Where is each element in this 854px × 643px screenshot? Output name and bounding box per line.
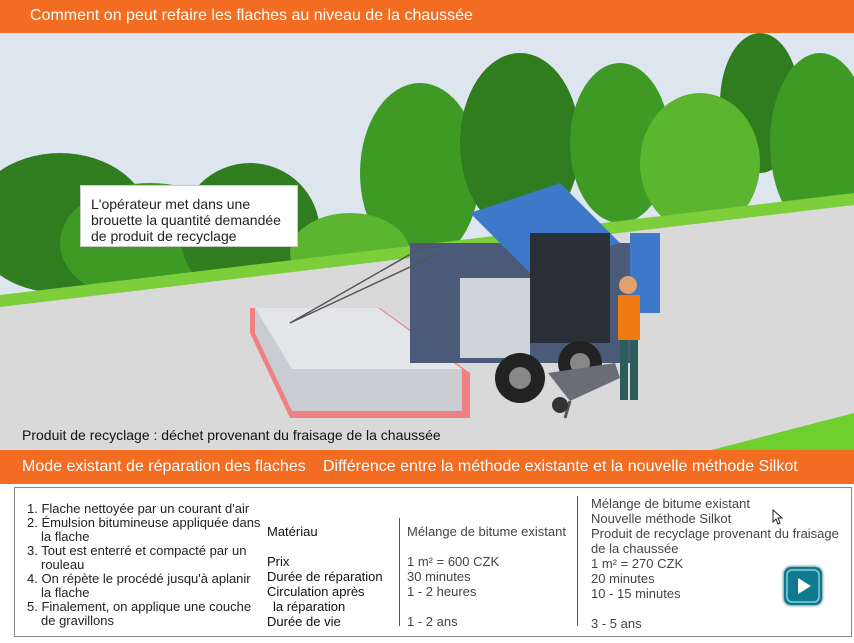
silkot-traffic: 10 - 15 minutes — [591, 586, 681, 601]
section-right-title: Différence entre la méthode existante et… — [323, 458, 798, 475]
existing-material: Mélange de bitume existant — [407, 524, 566, 539]
header-bar: Comment on peut refaire les flaches au n… — [0, 0, 854, 33]
silkot-duration: 20 minutes — [591, 571, 655, 586]
silkot-material-line: de la chaussée — [591, 541, 679, 556]
label-price: Prix — [267, 554, 290, 569]
steps-list: 1. Flache nettoyée par un courant d'air … — [21, 502, 261, 628]
silkot-material-line: Produit de recyclage provenant du fraisa… — [591, 526, 839, 541]
page-title: Comment on peut refaire les flaches au n… — [30, 7, 473, 24]
section-bar: Mode existant de réparation des flaches … — [0, 450, 854, 484]
existing-price: 1 m² = 600 CZK — [407, 554, 500, 569]
list-item: 4. On répète le procédé jusqu'à aplanir … — [27, 571, 251, 600]
list-item: 5. Finalement, on applique une couche de… — [27, 599, 252, 628]
operator-callout: L'opérateur met dans une brouette la qua… — [80, 185, 298, 247]
section-left-title: Mode existant de réparation des flaches — [22, 458, 306, 475]
label-lifetime: Durée de vie — [267, 614, 341, 629]
play-icon — [786, 569, 820, 603]
list-item: 1. Flache nettoyée par un courant d'air — [27, 501, 250, 516]
label-traffic: Circulation après — [267, 584, 365, 599]
label-duration: Durée de réparation — [267, 569, 383, 584]
comparison-panel: 1. Flache nettoyée par un courant d'air … — [14, 487, 852, 637]
label-traffic-2: la réparation — [273, 599, 346, 614]
column-divider — [577, 496, 578, 626]
silkot-price: 1 m² = 270 CZK — [591, 556, 684, 571]
existing-column: Mélange de bitume existant 1 m² = 600 CZ… — [407, 524, 566, 629]
illustration-scene: L'opérateur met dans une brouette la qua… — [0, 33, 854, 453]
existing-traffic: 1 - 2 heures — [407, 584, 477, 599]
label-material: Matériau — [267, 524, 318, 539]
list-item: 3. Tout est enterré et compacté par un r… — [27, 543, 247, 572]
column-divider — [399, 518, 400, 626]
silkot-material-line: Nouvelle méthode Silkot — [591, 511, 732, 526]
existing-lifetime: 1 - 2 ans — [407, 614, 458, 629]
comparison-labels: Matériau Prix Durée de réparation Circul… — [267, 524, 383, 629]
existing-duration: 30 minutes — [407, 569, 471, 584]
play-button[interactable] — [784, 567, 822, 605]
cursor-icon — [772, 509, 784, 525]
recycling-caption: Produit de recyclage : déchet provenant … — [22, 427, 441, 443]
silkot-lifetime: 3 - 5 ans — [591, 616, 642, 631]
silkot-material-line: Mélange de bitume existant — [591, 496, 750, 511]
list-item: 2. Émulsion bitumineuse appliquée dans l… — [27, 515, 261, 544]
silkot-column: Mélange de bitume existant Nouvelle méth… — [591, 496, 839, 631]
